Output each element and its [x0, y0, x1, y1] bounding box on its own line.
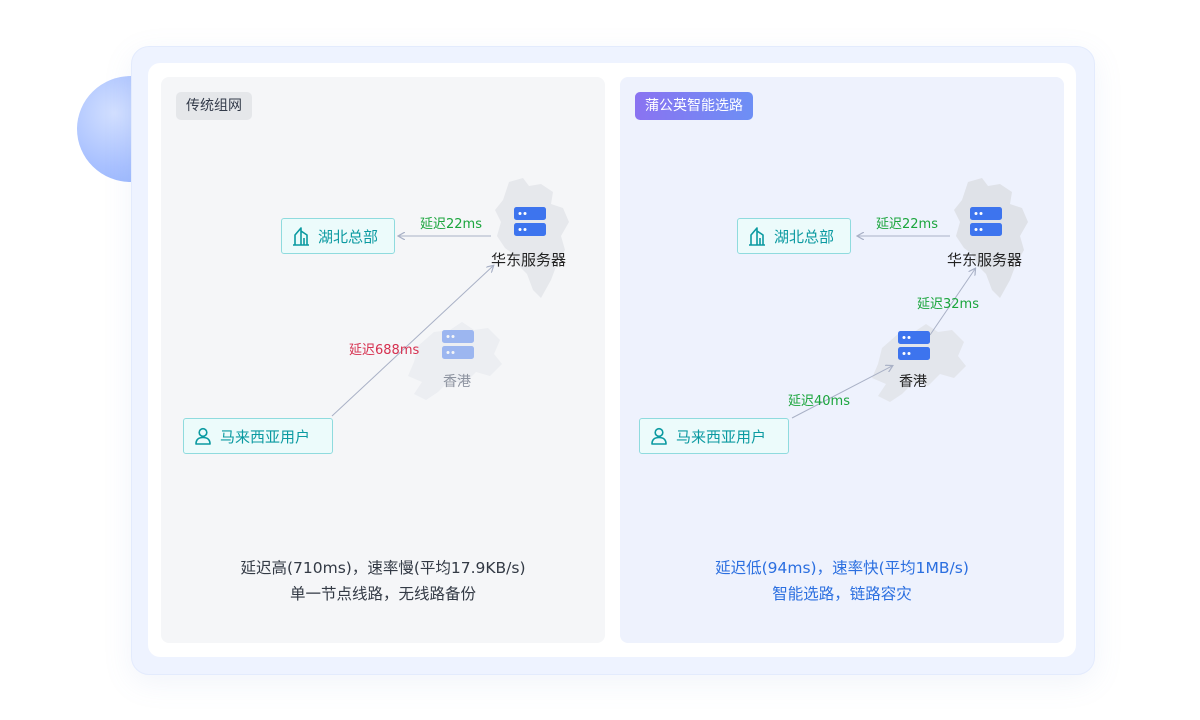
panel-tag: 蒲公英智能选路: [635, 92, 753, 120]
server-icon: [970, 207, 1002, 236]
traditional-network-panel: 传统组网 延迟22ms 延迟688ms 湖北总部 华东服务器: [161, 77, 605, 643]
hq-label: 湖北总部: [774, 227, 835, 246]
connection-lines: [331, 77, 605, 417]
panel-tag: 传统组网: [176, 92, 252, 120]
hk-server-label: 香港: [899, 374, 927, 390]
latency-user-hk-label: 延迟40ms: [788, 394, 850, 409]
user-node: 马来西亚用户: [639, 418, 789, 454]
server-icon: [898, 331, 930, 360]
summary-line-1: 延迟高(710ms)，速率慢(平均17.9KB/s): [240, 559, 526, 577]
link-user-to-hk: [791, 366, 892, 419]
hq-label: 湖北总部: [318, 227, 379, 246]
link-user-to-east: [331, 266, 493, 417]
building-icon: [293, 227, 309, 246]
east-server-label: 华东服务器: [947, 251, 1023, 269]
hq-node: 湖北总部: [737, 218, 851, 254]
east-china-map: [495, 178, 569, 298]
summary-line-2: 单一节点线路，无线路备份: [289, 585, 476, 603]
east-server-label: 华东服务器: [491, 251, 567, 269]
connection-lines: [791, 77, 1064, 419]
server-icon: [514, 207, 546, 236]
latency-hk-east-label: 延迟32ms: [917, 297, 979, 312]
building-icon: [749, 227, 765, 246]
latency-hq-label: 延迟22ms: [420, 217, 482, 232]
hong-kong-map: [872, 324, 966, 402]
server-icon: [442, 330, 474, 359]
summary-line-2: 智能选路，链路容灾: [772, 585, 912, 603]
hk-server-label: 香港: [443, 374, 471, 390]
latency-user-label: 延迟688ms: [349, 343, 420, 358]
user-icon: [651, 427, 667, 445]
user-icon: [195, 427, 211, 445]
user-node: 马来西亚用户: [183, 418, 333, 454]
latency-hq-label: 延迟22ms: [876, 217, 938, 232]
smart-routing-panel: 蒲公英智能选路 延迟22ms 延迟32ms 延迟40ms 湖北总部 华东服务器: [620, 77, 1064, 643]
summary-line-1: 延迟低(94ms)，速率快(平均1MB/s): [715, 559, 969, 577]
user-label: 马来西亚用户: [676, 427, 767, 446]
hong-kong-map: [408, 322, 502, 400]
link-hk-to-east: [929, 269, 975, 336]
hq-node: 湖北总部: [281, 218, 395, 254]
user-label: 马来西亚用户: [220, 427, 311, 446]
